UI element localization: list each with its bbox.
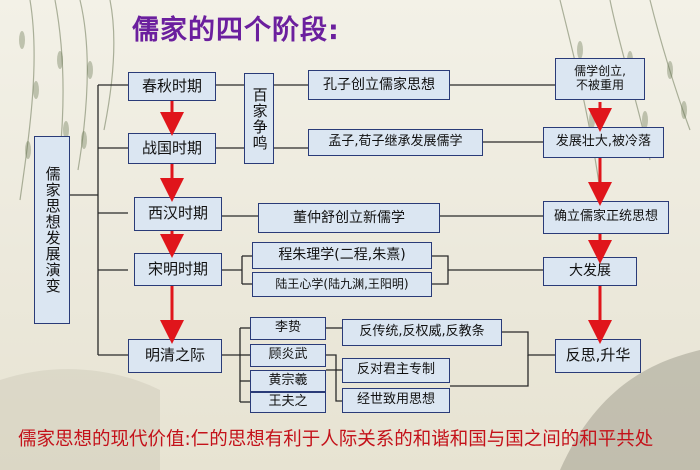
event-label: 董仲舒创立新儒学 [293,209,405,226]
thinker-huang: 黄宗羲 [250,370,326,392]
thinker-gu: 顾炎武 [250,344,326,367]
idea-practical: 经世致用思想 [342,388,450,413]
thinker-li-zhi: 李贽 [250,317,326,340]
event-lu-wang: 陆王心学(陆九渊,王阳明) [252,272,432,297]
outcome-1: 儒学创立, 不被重用 [555,58,645,100]
thinker-wang: 王夫之 [250,392,326,413]
event-label: 孟子,荀子继承发展儒学 [328,134,463,150]
period-label: 西汉时期 [147,204,208,223]
outcome-3: 确立儒家正统思想 [543,201,669,234]
outcome-label: 确立儒家正统思想 [553,209,658,225]
page-title: 儒家的四个阶段: [132,15,340,46]
event-label: 陆王心学(陆九渊,王阳明) [275,276,409,291]
idea-label: 反传统,反权威,反教条 [359,324,485,340]
idea-anti-tradition: 反传统,反权威,反教条 [342,319,502,346]
idea-anti-monarchy: 反对君主专制 [342,358,450,383]
event-label: 程朱理学(二程,朱熹) [278,247,406,264]
main-label-box: 儒家思想发展演变 [34,136,70,324]
period-box-mingqing: 明清之际 [128,339,222,373]
modern-value-note: 儒家思想的现代价值:仁的思想有利于人际关系的和谐和国与国之间的和平共处 [18,429,654,450]
event-mencius: 孟子,荀子继承发展儒学 [308,129,483,156]
period-label: 明清之际 [144,346,205,365]
main-label: 儒家思想发展演变 [43,166,62,294]
outcome-label-line2: 不被重用 [575,78,624,92]
event-dong: 董仲舒创立新儒学 [258,203,440,233]
period-box-chunqiu: 春秋时期 [128,72,216,101]
thinker-label: 黄宗羲 [268,372,308,388]
thinker-label: 王夫之 [268,394,308,410]
outcome-label: 发展壮大,被冷落 [555,134,652,150]
outcome-label-line1: 儒学创立, [574,64,626,79]
idea-label: 反对君主专制 [356,362,435,378]
idea-label: 经世致用思想 [356,392,435,408]
outcome-label: 大发展 [569,263,611,280]
event-confucius: 孔子创立儒家思想 [308,70,450,100]
period-box-xihan: 西汉时期 [134,197,222,231]
period-label: 宋明时期 [147,259,208,278]
period-label: 春秋时期 [141,76,202,95]
hundred-schools-label: 百家争鸣 [250,86,269,151]
event-cheng-zhu: 程朱理学(二程,朱熹) [252,242,432,269]
period-label: 战国时期 [141,138,202,157]
hundred-schools-box: 百家争鸣 [244,73,274,164]
thinker-label: 顾炎武 [268,347,308,363]
outcome-label: 反思,升华 [565,346,631,365]
event-label: 孔子创立儒家思想 [323,76,435,93]
period-box-zhanguo: 战国时期 [128,133,216,164]
period-box-songming: 宋明时期 [134,253,222,286]
thinker-label: 李贽 [274,320,301,336]
